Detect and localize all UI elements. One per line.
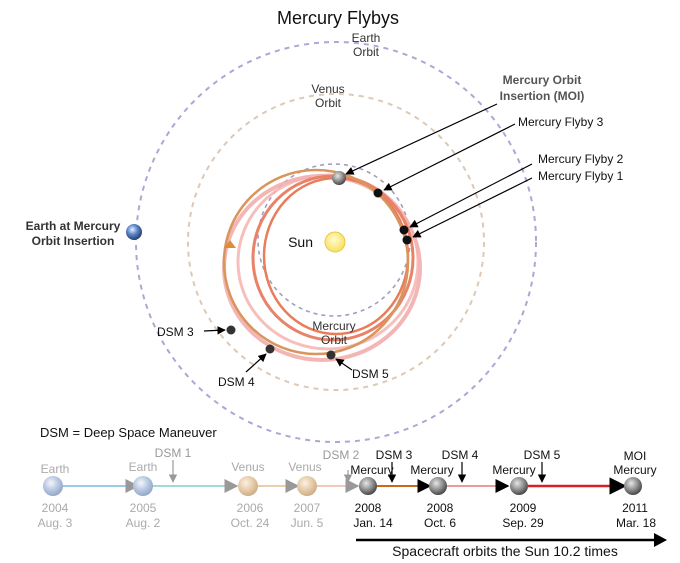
event-4-date: Jun. 5 [291, 516, 324, 530]
event-8-mercury-icon [624, 477, 642, 495]
dsm-legend: DSM = Deep Space Maneuver [40, 425, 217, 440]
earth-at-moi-label-2: Orbit Insertion [32, 234, 115, 248]
event-5-mercury-icon [359, 477, 377, 495]
flyby-1-point [402, 235, 412, 245]
mercury-orbit-label-1: Mercury [312, 319, 355, 333]
dsm-3-timeline-label: DSM 3 [376, 448, 413, 462]
event-4-planet: Venus [288, 460, 321, 474]
event-6-planet: Mercury [410, 463, 453, 477]
mercury-moi-icon [332, 171, 346, 185]
dsm-5-label: DSM 5 [352, 367, 389, 381]
callout-arrows [203, 103, 533, 373]
event-4-year: 2007 [294, 501, 321, 515]
event-6-date: Oct. 6 [424, 516, 456, 530]
mission-timeline: DSM 1 DSM 2 DSM 3 DSM 4 DSM 5 Earth Eart… [38, 446, 667, 559]
flyby-1-label: Mercury Flyby 1 [538, 169, 624, 183]
orbit-count-arrowhead [654, 533, 667, 547]
event-2-date: Aug. 2 [126, 516, 161, 530]
mercury-orbit-label-2: Orbit [321, 333, 348, 347]
event-2-planet: Earth [129, 460, 158, 474]
flyby-2-point [399, 225, 409, 235]
orbit-count-label: Spacecraft orbits the Sun 10.2 times [392, 543, 618, 559]
dsm-4-point [265, 344, 275, 354]
event-7-date: Sep. 29 [502, 516, 544, 530]
event-7-planet: Mercury [492, 463, 535, 477]
event-3-venus-icon [238, 476, 258, 496]
earth-orbit-label-2: Orbit [353, 45, 380, 59]
event-3-year: 2006 [237, 501, 264, 515]
event-2-year: 2005 [130, 501, 157, 515]
event-6-year: 2008 [427, 501, 454, 515]
event-3-date: Oct. 24 [231, 516, 270, 530]
sun-icon [324, 231, 346, 253]
event-1-earth-icon [43, 476, 63, 496]
event-1-date: Aug. 3 [38, 516, 73, 530]
event-7-year: 2009 [510, 501, 537, 515]
sun-label: Sun [288, 234, 313, 250]
dsm-3-point [226, 325, 236, 335]
venus-orbit-label-2: Orbit [315, 96, 342, 110]
event-8-moi-label: MOI [624, 449, 647, 463]
dsm-4-label: DSM 4 [218, 375, 255, 389]
earth-orbit [135, 41, 537, 443]
event-4-venus-icon [297, 476, 317, 496]
event-2-earth-icon [133, 476, 153, 496]
venus-orbit-label-1: Venus [311, 82, 344, 96]
dsm-2-timeline-label: DSM 2 [323, 448, 360, 462]
moi-label-1: Mercury Orbit [503, 73, 582, 87]
flyby-3-point [373, 188, 383, 198]
earth-at-moi-icon [126, 224, 142, 240]
event-3-planet: Venus [231, 460, 264, 474]
venus-orbit [187, 93, 485, 391]
event-5-date: Jan. 14 [353, 516, 393, 530]
event-1-year: 2004 [42, 501, 69, 515]
event-6-mercury-icon [429, 477, 447, 495]
event-1-planet: Earth [41, 462, 70, 476]
spacecraft-trajectory [222, 168, 422, 362]
earth-orbit-label-1: Earth [352, 31, 381, 45]
trajectory-direction-arrow [224, 240, 236, 248]
dsm-1-timeline-label: DSM 1 [155, 446, 192, 460]
dsm-5-point [326, 350, 336, 360]
event-5-planet: Mercury [350, 463, 393, 477]
event-8-date: Mar. 18 [616, 516, 656, 530]
flyby-3-label: Mercury Flyby 3 [518, 115, 604, 129]
diagram-title: Mercury Flybys [277, 8, 399, 28]
moi-label-2: Insertion (MOI) [500, 89, 585, 103]
earth-at-moi-label-1: Earth at Mercury [26, 219, 121, 233]
dsm-5-timeline-label: DSM 5 [524, 448, 561, 462]
flyby-2-label: Mercury Flyby 2 [538, 152, 624, 166]
event-8-planet: Mercury [613, 463, 656, 477]
event-8-year: 2011 [622, 501, 648, 515]
dsm-3-label: DSM 3 [157, 325, 194, 339]
event-7-mercury-icon [510, 477, 528, 495]
dsm-4-timeline-label: DSM 4 [442, 448, 479, 462]
event-5-year: 2008 [355, 501, 382, 515]
